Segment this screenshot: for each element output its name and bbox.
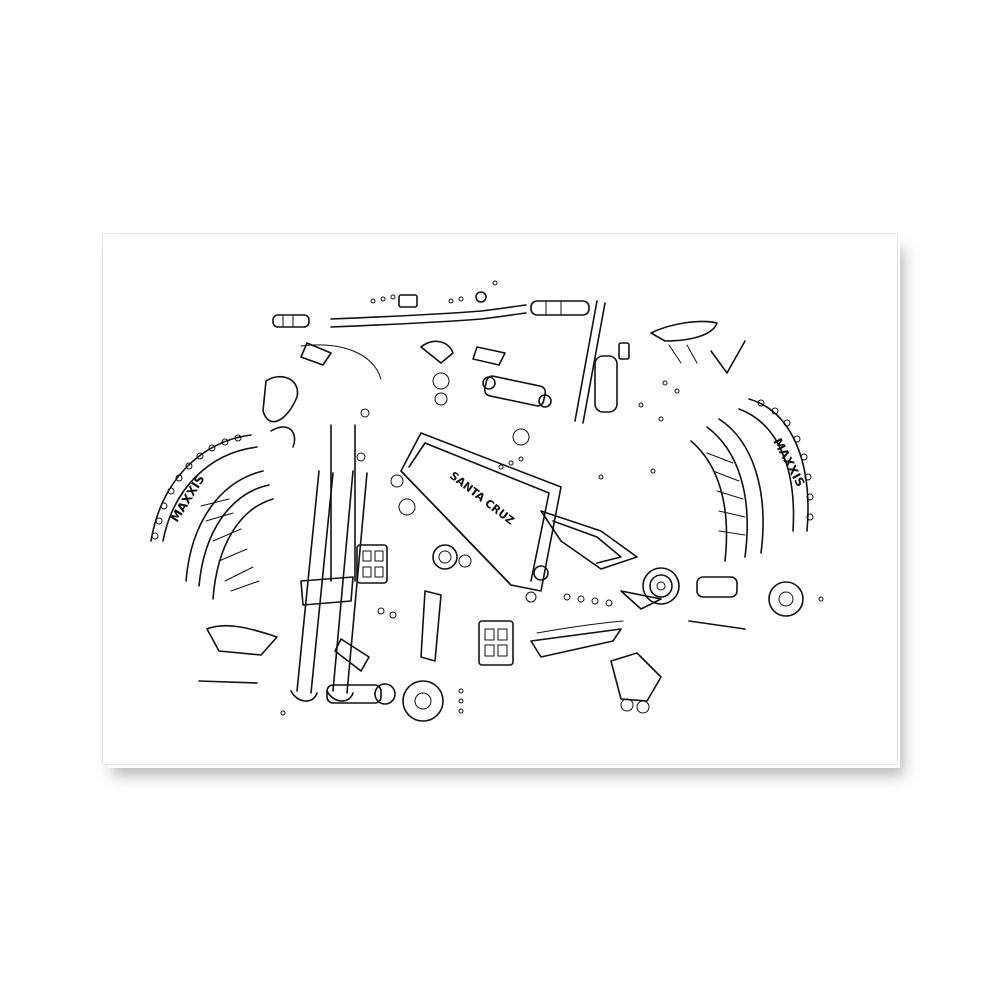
rear-hub-assembly [610,567,804,714]
front-fork [262,375,368,702]
brake-lever-right [472,346,506,366]
rear-tire-outer [748,398,809,532]
stem [420,340,454,364]
frame-lettering: SANTA CRUZ [447,469,517,527]
front-spokes [200,498,260,592]
front-tire-knobs [151,434,242,540]
canvas-print: MAXXIS MAXXIS [102,233,898,765]
handlebar-assembly [272,280,590,364]
rear-triangle [540,510,638,570]
front-tire-lettering: MAXXIS [168,472,208,524]
chainring [432,544,458,570]
rear-rim [718,418,764,554]
brake-caliper [334,638,370,672]
small-parts [280,294,824,716]
cassette [642,567,680,605]
handlebar [330,304,527,320]
stem-cap [398,294,418,308]
brake-lever-left [300,342,332,366]
drivetrain [356,544,624,666]
exploded-bike-illustration: MAXXIS MAXXIS [150,280,824,722]
rear-spokes [706,452,746,536]
left-pedal [356,544,388,584]
saddle [650,320,746,374]
water-bottle [594,342,630,413]
left-grip [272,314,310,328]
front-fender [206,624,278,656]
right-grip [530,300,590,316]
crank-arm [420,590,442,662]
rear-tire-knobs [757,399,814,521]
front-rim [185,470,264,582]
front-rotor [402,680,444,722]
right-pedal [478,620,514,666]
front-hub [326,684,382,704]
rear-axle [688,620,746,630]
rear-hub [696,576,738,598]
front-axle [198,680,258,684]
fork-boot [262,375,299,423]
rear-wheel: MAXXIS [690,398,814,562]
rear-shock [482,375,552,408]
seatpost [300,300,606,424]
front-wheel: MAXXIS [150,434,274,600]
rear-derailleur [610,652,662,702]
chainstay-guard [530,628,622,658]
front-hub-assembly [198,624,444,722]
fork-crown [300,576,354,606]
rear-rotor [768,581,804,617]
main-frame: SANTA CRUZ [400,432,638,592]
